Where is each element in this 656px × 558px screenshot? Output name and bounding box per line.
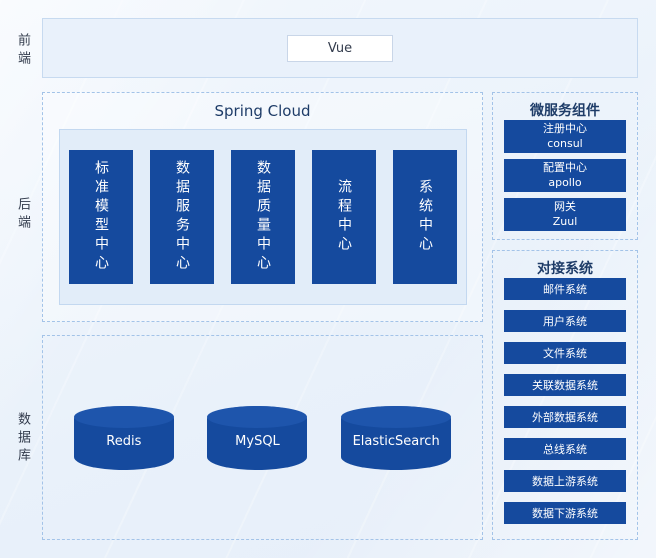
node-data-downstream-system: 数据下游系统 <box>504 502 626 524</box>
database-label-mysql: MySQL <box>235 433 280 449</box>
node-system-center: 系统中心 <box>393 150 457 284</box>
node-mail-system: 邮件系统 <box>504 278 626 300</box>
microservices-panel: 微服务组件 注册中心 consul 配置中心 apollo 网关 Zuul <box>492 92 638 240</box>
row-label-frontend: 前端 <box>15 33 30 69</box>
node-gateway-zuul: 网关 Zuul <box>504 198 626 231</box>
node-file-system: 文件系统 <box>504 342 626 364</box>
database-label-elasticsearch: ElasticSearch <box>352 433 440 449</box>
node-gateway-zuul-sub: Zuul <box>552 214 578 228</box>
node-registry-consul: 注册中心 consul <box>504 120 626 153</box>
node-data-quality-center: 数据质量中心 <box>231 150 295 284</box>
backend-panel-title: Spring Cloud <box>214 102 311 120</box>
node-external-data-system: 外部数据系统 <box>504 406 626 428</box>
node-bus-system: 总线系统 <box>504 438 626 460</box>
database-cylinder-redis: Redis <box>73 405 174 470</box>
row-label-backend: 后端 <box>15 197 30 233</box>
node-vue: Vue <box>287 34 393 62</box>
node-user-system: 用户系统 <box>504 310 626 332</box>
node-registry-consul-sub: consul <box>547 136 583 150</box>
backend-centers-container: 标准模型中心 数据服务中心 数据质量中心 流程中心 系统中心 <box>59 129 467 305</box>
backend-panel: Spring Cloud 标准模型中心 数据服务中心 数据质量中心 流程中心 系… <box>42 92 483 322</box>
node-data-upstream-system: 数据上游系统 <box>504 470 626 492</box>
database-cylinder-mysql: MySQL <box>207 405 308 470</box>
frontend-panel: Vue <box>42 18 638 78</box>
node-config-apollo-name: 配置中心 <box>543 160 587 174</box>
database-label-redis: Redis <box>106 433 142 449</box>
node-registry-consul-name: 注册中心 <box>543 121 587 135</box>
node-standard-model-center: 标准模型中心 <box>69 150 133 284</box>
node-data-service-center: 数据服务中心 <box>150 150 214 284</box>
node-related-data-system: 关联数据系统 <box>504 374 626 396</box>
integrations-panel-title: 对接系统 <box>537 261 593 277</box>
microservices-panel-title: 微服务组件 <box>530 103 600 119</box>
node-config-apollo: 配置中心 apollo <box>504 159 626 192</box>
node-process-center: 流程中心 <box>312 150 376 284</box>
node-config-apollo-sub: apollo <box>548 175 582 189</box>
database-cylinder-elasticsearch: ElasticSearch <box>341 405 452 470</box>
row-label-database: 数据库 <box>15 412 30 466</box>
integrations-panel: 对接系统 邮件系统 用户系统 文件系统 关联数据系统 外部数据系统 总线系统 数… <box>492 250 638 540</box>
node-gateway-zuul-name: 网关 <box>554 199 576 213</box>
database-panel: Redis MySQL ElasticSearch <box>42 335 483 540</box>
